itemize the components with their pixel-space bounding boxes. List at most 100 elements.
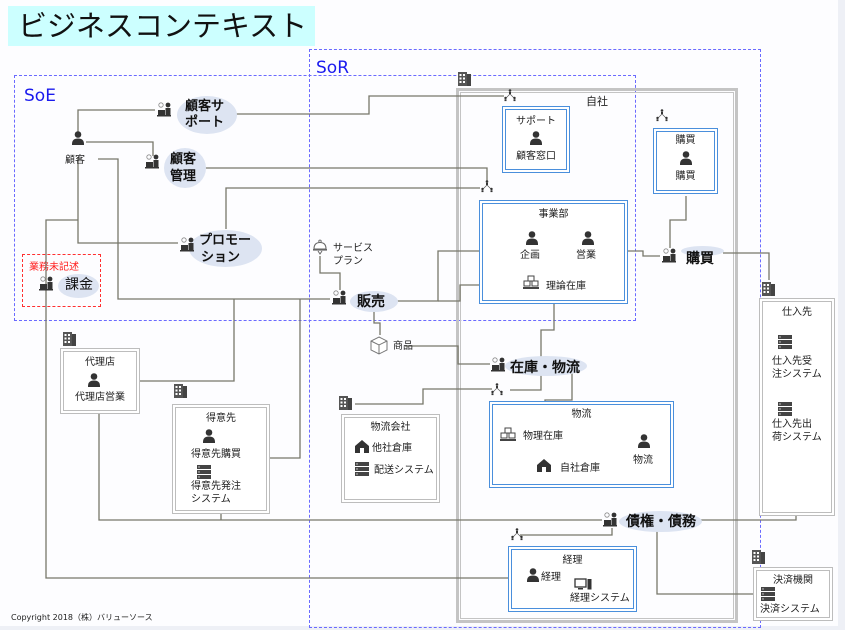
person-icon xyxy=(526,231,538,245)
server-icon xyxy=(778,335,792,349)
undocumented-zone xyxy=(22,254,101,307)
process-billing[interactable]: 課金 xyxy=(65,277,93,293)
connector xyxy=(98,158,330,300)
inventory-icon xyxy=(499,427,517,442)
connector xyxy=(77,109,155,133)
process-promotion-l1[interactable]: プロモー xyxy=(199,233,252,248)
dept-support-label: サポート xyxy=(516,116,556,127)
org-client-system-l2: システム xyxy=(191,494,231,505)
process-worker-icon xyxy=(156,102,172,117)
dept-purchasing-member: 購買 xyxy=(675,171,696,182)
connector xyxy=(86,141,154,156)
process-worker-icon xyxy=(490,357,506,372)
process-worker-icon xyxy=(331,290,347,305)
server-icon xyxy=(355,462,369,476)
process-promotion-l2[interactable]: ション xyxy=(201,250,241,265)
building-icon xyxy=(174,384,187,398)
org-agency xyxy=(60,348,140,414)
connector xyxy=(355,388,492,405)
object-product-label: 商品 xyxy=(393,341,413,352)
person-icon xyxy=(530,131,542,145)
org-logistics-company xyxy=(341,414,440,503)
process-billing-bg xyxy=(58,274,99,298)
soe-zone xyxy=(14,75,636,321)
person-icon xyxy=(203,429,215,443)
object-service-plan-l2: プラン xyxy=(333,256,363,267)
dept-business-system-theoretical-inventory: 理論在庫 xyxy=(546,281,586,292)
process-inventory-logistics[interactable]: 在庫・物流 xyxy=(510,360,580,376)
dept-business-member-sales: 営業 xyxy=(576,250,596,261)
connector xyxy=(98,414,602,521)
process-worker-icon xyxy=(661,248,677,263)
building-icon xyxy=(762,282,775,296)
org-client-member: 得意先購買 xyxy=(191,449,241,460)
dept-business-member-planning: 企画 xyxy=(520,250,540,261)
copyright: Copyright 2018（株）バリューソース xyxy=(11,613,153,622)
connector xyxy=(319,256,341,290)
building-icon xyxy=(752,550,765,564)
process-customer-support-bg xyxy=(177,96,237,134)
server-icon xyxy=(761,587,775,601)
connector xyxy=(701,515,797,521)
connector xyxy=(626,250,660,257)
dept-logistics-label: 物流 xyxy=(571,409,592,420)
process-customer-support-l2[interactable]: ポート xyxy=(185,115,225,130)
process-inventory-logistics-bg xyxy=(505,356,587,376)
person-icon xyxy=(72,131,84,145)
person-icon xyxy=(680,151,692,165)
person-icon xyxy=(638,434,650,448)
object-service-plan-l1: サービス xyxy=(333,243,373,254)
connector xyxy=(540,303,555,366)
warehouse-icon xyxy=(355,440,369,453)
inventory-icon xyxy=(522,275,540,290)
server-icon xyxy=(778,402,792,416)
process-worker-icon xyxy=(602,512,618,527)
process-purchasing[interactable]: 購買 xyxy=(686,251,714,267)
org-supplier-label: 仕入先 xyxy=(782,307,812,318)
dept-logistics xyxy=(489,401,674,488)
connector xyxy=(205,167,488,183)
org-client-label: 得意先 xyxy=(206,413,236,424)
dept-accounting-member: 経理 xyxy=(541,572,561,583)
soe-zone-label: SoE xyxy=(24,86,56,106)
sor-zone-label: SoR xyxy=(316,58,350,78)
org-supplier xyxy=(759,298,835,516)
process-customer-support-l1[interactable]: 顧客サ xyxy=(185,99,225,114)
process-sales[interactable]: 販売 xyxy=(357,294,385,310)
process-receivables-payables[interactable]: 債権・債務 xyxy=(626,514,696,530)
actor-customer-label: 顧客 xyxy=(65,155,85,166)
pc-icon xyxy=(574,578,593,591)
org-logistics-company-delivery-system: 配送システム xyxy=(374,465,434,476)
server-icon xyxy=(197,465,211,479)
org-chart-icon xyxy=(503,88,517,102)
building-icon xyxy=(458,72,471,86)
connector xyxy=(520,528,613,536)
process-purchasing-bg xyxy=(681,246,724,256)
process-sales-bg xyxy=(350,291,398,312)
connector xyxy=(723,252,770,280)
org-agency-member: 代理店営業 xyxy=(75,392,125,403)
org-chart-icon xyxy=(655,108,669,122)
org-logistics-company-other-warehouse: 他社倉庫 xyxy=(372,443,412,454)
page-title: ビジネスコンテキスト xyxy=(8,6,315,46)
connector xyxy=(397,250,480,302)
warehouse-icon xyxy=(537,459,551,472)
process-customer-mgmt-l2[interactable]: 管理 xyxy=(170,169,197,184)
org-chart-icon xyxy=(480,179,494,193)
org-chart-icon xyxy=(510,527,524,541)
connector xyxy=(138,299,235,382)
undocumented-label: 業務未記述 xyxy=(29,262,79,273)
dept-business-label: 事業部 xyxy=(538,209,569,220)
org-supplier-system2-l2: 荷システム xyxy=(772,432,822,443)
building-icon xyxy=(339,396,352,410)
connector xyxy=(45,219,538,579)
org-logistics-company-label: 物流会社 xyxy=(370,422,411,433)
page-edge xyxy=(838,0,845,630)
org-supplier-system1-l1: 仕入先受 xyxy=(772,356,812,367)
org-chart-icon xyxy=(490,382,504,396)
process-customer-mgmt-l1[interactable]: 顧客 xyxy=(170,152,197,167)
person-icon xyxy=(88,373,100,387)
dept-accounting-system: 経理システム xyxy=(570,593,630,604)
process-customer-mgmt-bg xyxy=(164,148,206,188)
